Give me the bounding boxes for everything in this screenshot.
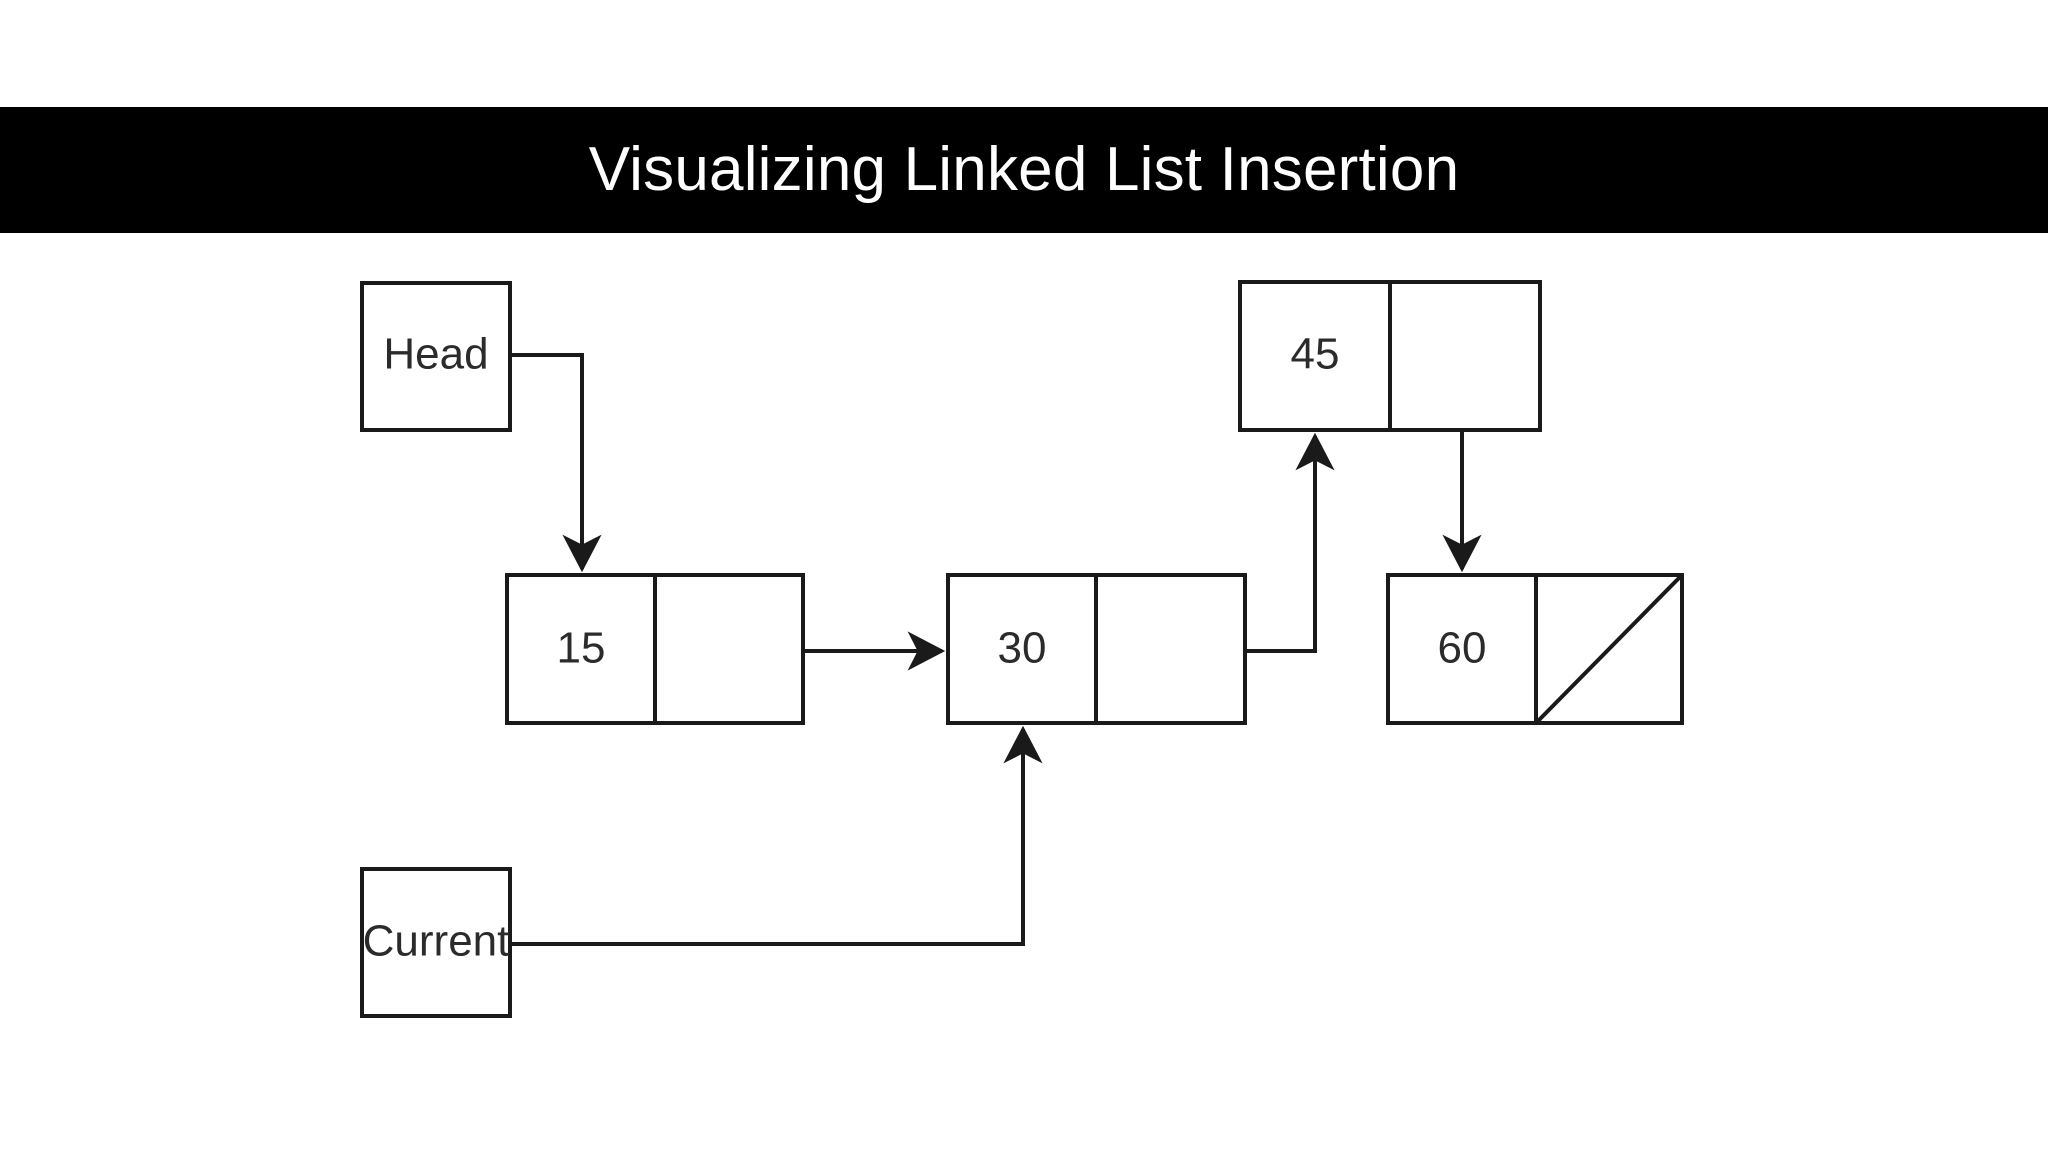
node-60-value: 60 [1438,624,1487,673]
page-title: Visualizing Linked List Insertion [588,135,1460,204]
link-node-30-to-node-45 [1245,432,1335,653]
list-node-30[interactable]: 30 [946,573,1247,725]
node-15-value: 15 [557,624,606,673]
head-box-label: Head [383,330,488,379]
list-node-15[interactable]: 15 [505,573,805,725]
list-node-60[interactable]: 60 [1386,573,1684,725]
list-node-45[interactable]: 45 [1238,280,1542,432]
current-box-label: Current [363,917,510,966]
head-box-rect [360,281,512,432]
link-head-to-node-15 [510,353,602,573]
node-30-value: 30 [998,624,1047,673]
link-current-to-node-30 [510,725,1043,946]
title-banner: Visualizing Linked List Insertion [0,107,2048,233]
linked-list-diagram: Head Current 15 30 45 [360,280,1684,1018]
current-box-rect [360,867,512,1018]
pointer-box-current[interactable]: Current [360,867,512,1018]
node-45-value: 45 [1291,330,1340,379]
node-60-null-slash-icon [1536,575,1682,723]
pointer-box-head[interactable]: Head [360,281,512,432]
